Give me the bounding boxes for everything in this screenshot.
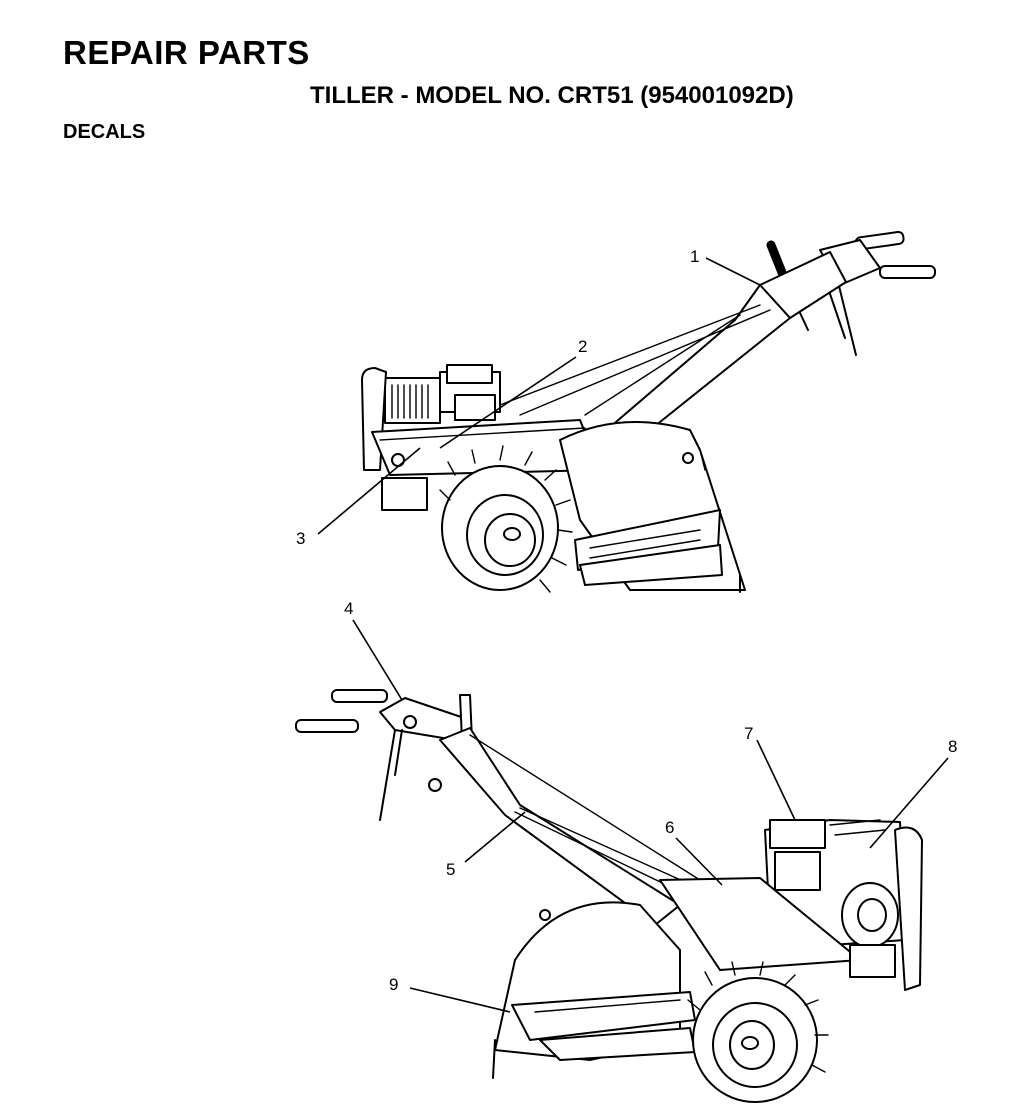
callout-9: 9 [389,975,398,994]
callout-6: 6 [665,818,674,837]
tiller-lower-view [295,689,923,1103]
section-heading: DECALS [63,121,146,143]
callout-5: 5 [446,860,455,879]
callout-8: 8 [948,737,957,756]
leader-lines-upper [317,257,761,535]
callout-3: 3 [296,529,305,548]
tiller-upper-view [361,230,936,593]
leader-lines-lower [352,619,949,1013]
callout-7: 7 [744,724,753,743]
page-title: REPAIR PARTS [63,34,310,71]
model-subtitle: TILLER - MODEL NO. CRT51 (954001092D) [310,82,794,109]
callout-2: 2 [578,337,587,356]
callout-4: 4 [344,599,353,618]
callout-1: 1 [690,247,699,266]
